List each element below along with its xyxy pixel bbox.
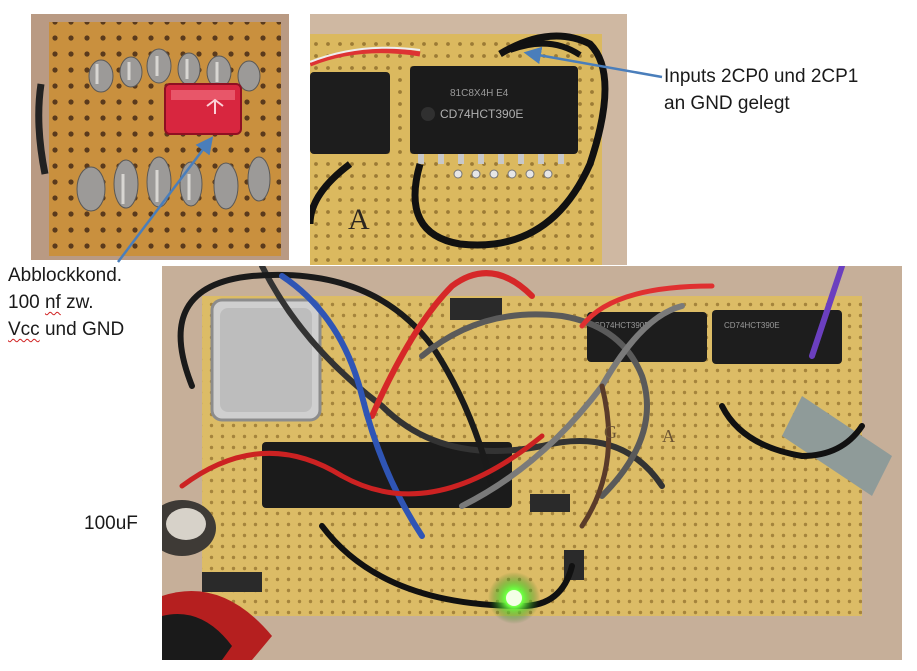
caption-blocking-line3: Vcc und GND	[8, 319, 125, 340]
silk-label-a2: A	[662, 426, 675, 446]
caption-inputs-line2: an GND gelegt	[664, 93, 790, 114]
caption-inputs-line1: Inputs 2CP0 und 2CP1	[664, 66, 859, 87]
caption-blocking-line1: Abblockkond.	[8, 265, 123, 286]
photo-counter-ic-image: 81C8X4H E4 CD74HCT390E A	[310, 14, 627, 265]
silk-label-g: G	[604, 422, 617, 442]
caption-inputs: Inputs 2CP0 und 2CP1 an GND gelegt	[664, 63, 858, 117]
caption-electrolytic-capacitor: 100uF	[84, 513, 138, 534]
photo-full-board-image: CD74HCT390E CD74HCT390E G	[162, 266, 902, 660]
photo-counter-ic: 81C8X4H E4 CD74HCT390E A	[310, 14, 627, 265]
caption-blocking-capacitor: Abblockkond. 100 nf zw. Vcc und GND	[8, 262, 124, 343]
ic-part-label: CD74HCT390E	[440, 107, 523, 121]
photo-blocking-capacitor-image	[31, 14, 289, 260]
board-chip-left-label: CD74HCT390E	[594, 321, 650, 330]
silk-label-a: A	[348, 203, 370, 236]
photo-blocking-capacitor	[31, 14, 289, 260]
ic-code-label: 81C8X4H E4	[450, 88, 509, 99]
photo-full-board: CD74HCT390E CD74HCT390E G	[162, 266, 902, 660]
board-chip-right-label: CD74HCT390E	[724, 321, 780, 330]
caption-blocking-line2: 100 nf zw.	[8, 292, 94, 313]
